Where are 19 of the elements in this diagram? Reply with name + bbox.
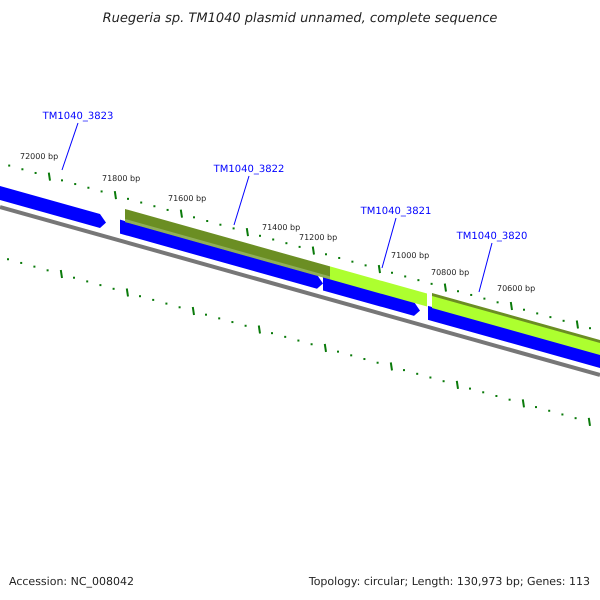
footer-text: Accession: NC_008042: [9, 574, 134, 590]
position-label: 71200 bp: [299, 232, 338, 244]
leader-line: [478, 242, 492, 292]
footer-text: Topology: circular; Length: 130,973 bp; Genes: 113: [308, 574, 590, 590]
leader-line: [382, 218, 396, 268]
position-label: 72000 bp: [20, 151, 58, 163]
gene-label: TM1040_3821: [360, 205, 432, 218]
position-label: 71600 bp: [168, 193, 206, 205]
position-label: 70600 bp: [497, 283, 536, 295]
gene-label: TM1040_3822: [214, 163, 284, 176]
leader-line: [62, 122, 78, 170]
title: Ruegeria sp. TM1040 plasmid unnamed, complete sequence: [102, 10, 498, 28]
position-label: 71000 bp: [391, 250, 430, 262]
position-label: 71800 bp: [102, 173, 140, 185]
leader-line: [234, 176, 250, 226]
position-label: 70800 bp: [431, 267, 470, 279]
gene-label: TM1040_3823: [42, 110, 114, 123]
position-label: 71400 bp: [262, 222, 300, 234]
gene-label: TM1040_3820: [456, 230, 528, 243]
